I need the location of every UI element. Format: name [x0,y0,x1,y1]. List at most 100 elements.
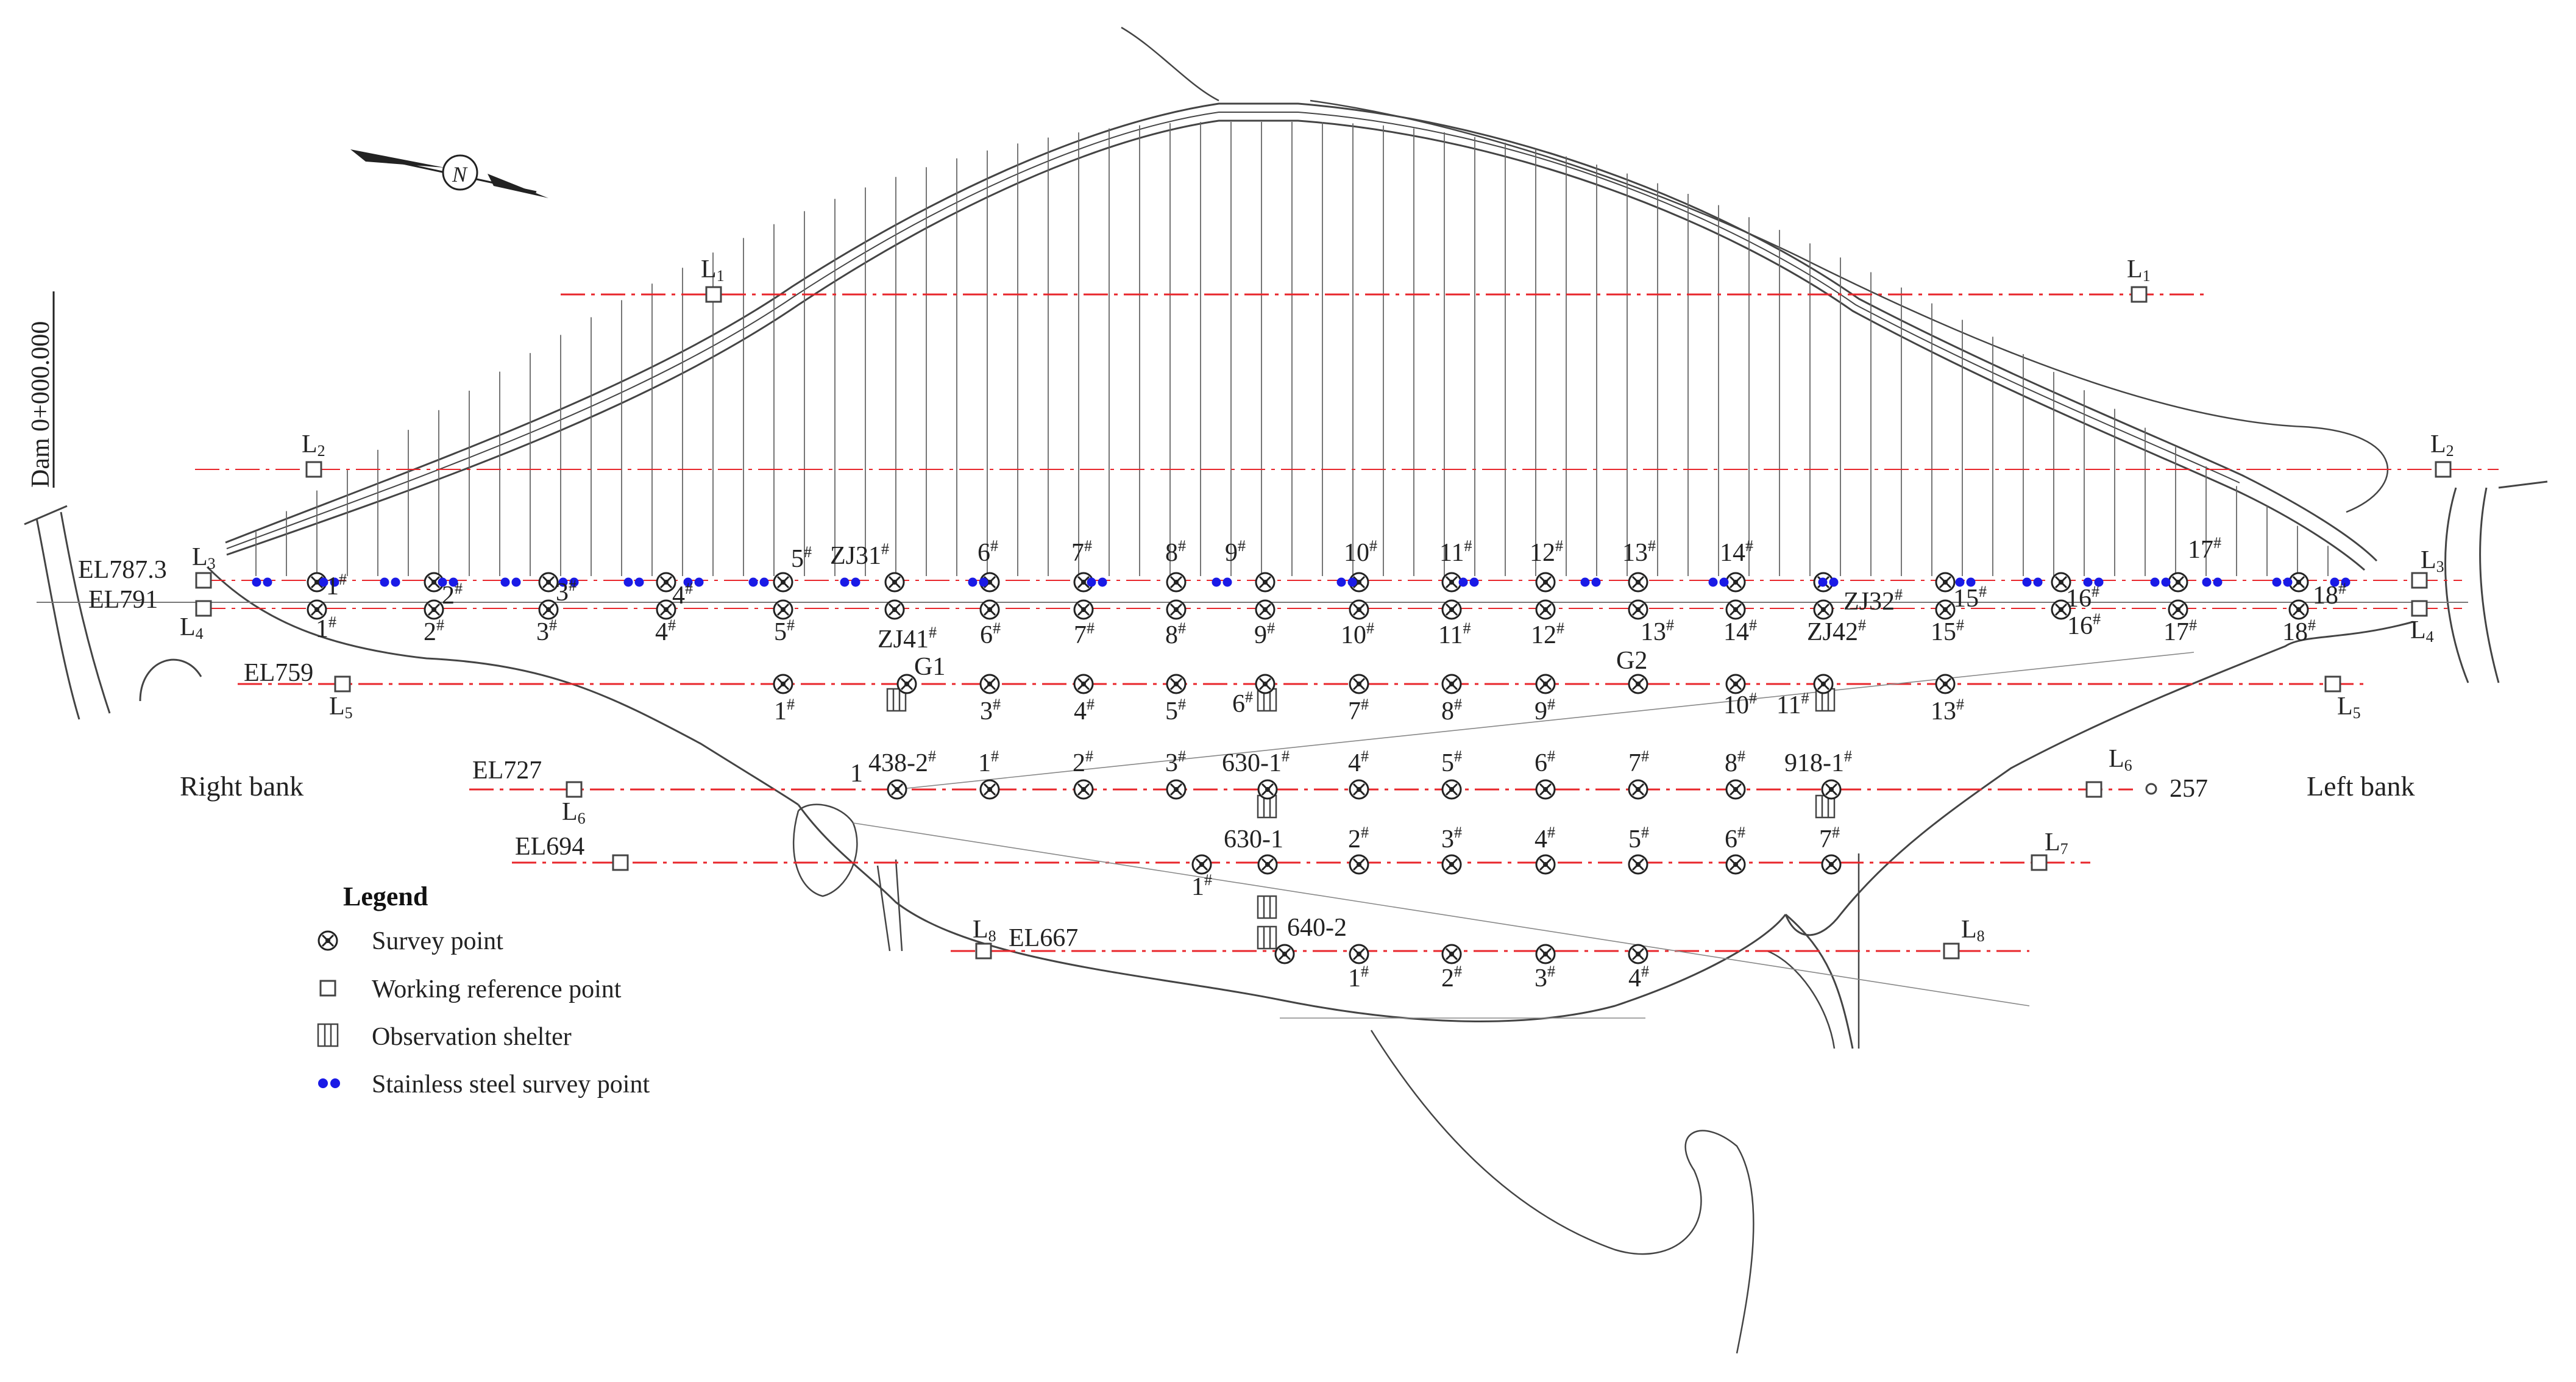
label-el791-11: 11# [1438,619,1471,649]
label-L5-right: L5 [329,693,353,722]
label-L6-right: L6 [562,798,586,827]
survey-point-el727-10 [1821,779,1842,800]
label-el759-9: 9# [1535,696,1555,725]
shelter-640-a [1257,895,1277,919]
survey-point-el791-4 [773,599,793,620]
label-el787-18: 18# [2313,580,2346,610]
survey-point-el787-8 [1166,572,1187,593]
legend-working-reference-label: Working reference point [372,975,622,1003]
survey-point-el791-17 [2051,599,2071,620]
survey-point-el759-5 [1255,674,1276,694]
label-el791-13: 13# [1641,616,1674,646]
label-640-2: 640-2 [1287,914,1347,942]
stainless-pair-15 [1580,577,1601,587]
survey-points [307,572,2309,964]
legend: Legend Survey point Working reference po… [317,882,650,1099]
label-el791-9: 9# [1254,619,1275,649]
label-el759-4: 4# [1074,696,1095,725]
survey-point-el791-18 [2168,599,2188,620]
crest-inner-curve [226,119,2365,571]
survey-point-el787-19 [2288,572,2309,593]
ref-L5-left [2324,675,2341,693]
right-bank-label: Right bank [180,771,303,802]
label-el787-3: 3# [556,577,577,607]
label-el787-6: 6# [978,537,998,567]
label-el791-12: 12# [1531,619,1564,649]
elevation-787: EL787.3 [78,556,167,584]
label-el727-6: 6# [1535,747,1555,777]
ref-L8-left [1943,942,1960,960]
ref-L5-right [334,675,351,693]
station-text: Dam 0+000.000 [27,321,55,488]
label-el759-1: 1# [774,696,795,725]
label-el791-15: 15# [1931,616,1964,646]
label-el694-7: 7# [1819,824,1840,853]
left-bank-label: Left bank [2307,771,2415,802]
survey-point-el727-5 [1349,779,1369,800]
label-el791-5: 5# [774,616,795,646]
label-L4-left: L4 [2410,616,2434,646]
label-zj31: ZJ31# [830,540,889,570]
point-257-marker [2145,783,2157,795]
crest-outer-curve [225,102,2378,562]
survey-point-el694-4 [1535,854,1556,875]
stainless-pair-13 [1336,577,1357,587]
survey-point-el787-14 [1725,572,1746,593]
left-bank-terrain [1784,621,2414,1049]
ref-L2-left [2435,461,2452,478]
survey-point-el791-0 [307,599,327,620]
label-el787-14: 14# [1720,537,1753,567]
survey-point-el694-0 [1191,854,1212,875]
label-el694-5: 5# [1628,824,1649,853]
reference-labels: L1 L1 L2 L2 L3 L3 L4 L4 L5 L5 L6 L6 L7 L… [180,255,2454,945]
survey-point-el759-1 [896,674,917,694]
label-el791-17: 17# [2163,616,2197,646]
survey-point-el727-3 [1166,779,1187,800]
stainless-pair-22 [2202,577,2223,587]
label-918-1: 918-1# [1784,747,1852,777]
ref-L6-left [2085,781,2102,798]
survey-point-el787-1 [424,572,444,593]
survey-point-el759-11 [1813,674,1834,694]
stainless-pair-9 [840,577,860,587]
label-zj32: ZJ32# [1843,586,1903,616]
label-el727-1: 1# [978,747,999,777]
stainless-pair-0 [252,577,272,587]
survey-point-el791-3 [656,599,676,620]
stainless-pair-14 [1458,577,1479,587]
survey-point-el727-1 [979,779,1000,800]
legend-shelter-label: Observation shelter [372,1023,572,1051]
label-L4-right: L4 [180,613,204,643]
label-L8-right: L8 [973,916,996,945]
survey-point-el787-2 [538,572,559,593]
label-el791-8: 8# [1165,619,1186,649]
survey-point-el791-14 [1725,599,1746,620]
elevation-694: EL694 [515,833,584,861]
label-el727-2: 2# [1073,747,1093,777]
survey-point-el791-8 [1166,599,1187,620]
survey-point-el787-12 [1535,572,1556,593]
label-el791-4: 4# [655,616,676,646]
label-el787-5: 5# [791,543,812,573]
label-L2-right: L2 [302,430,325,460]
label-el694-6: 6# [1725,824,1745,853]
label-el787-12: 12# [1530,537,1563,567]
legend-stainless-icon [318,1078,340,1088]
survey-point-el667-2 [1441,944,1462,964]
label-g2: G2 [1616,647,1647,675]
survey-point-el727-2 [1073,779,1094,800]
survey-point-el759-3 [1073,674,1094,694]
label-el667-3: 3# [1535,963,1555,992]
legend-survey-point-label: Survey point [372,927,503,955]
label-el727-7: 7# [1628,747,1649,777]
survey-point-el787-5 [884,572,905,593]
label-el787-2: 2# [442,580,463,610]
survey-point-el791-7 [1073,599,1094,620]
label-el759-3: 3# [980,696,1001,725]
ref-L1-left [2131,286,2148,303]
stainless-steel-points [252,577,2351,587]
survey-point-el759-6 [1349,674,1369,694]
stainless-pair-10 [968,577,988,587]
stainless-pair-6 [623,577,644,587]
